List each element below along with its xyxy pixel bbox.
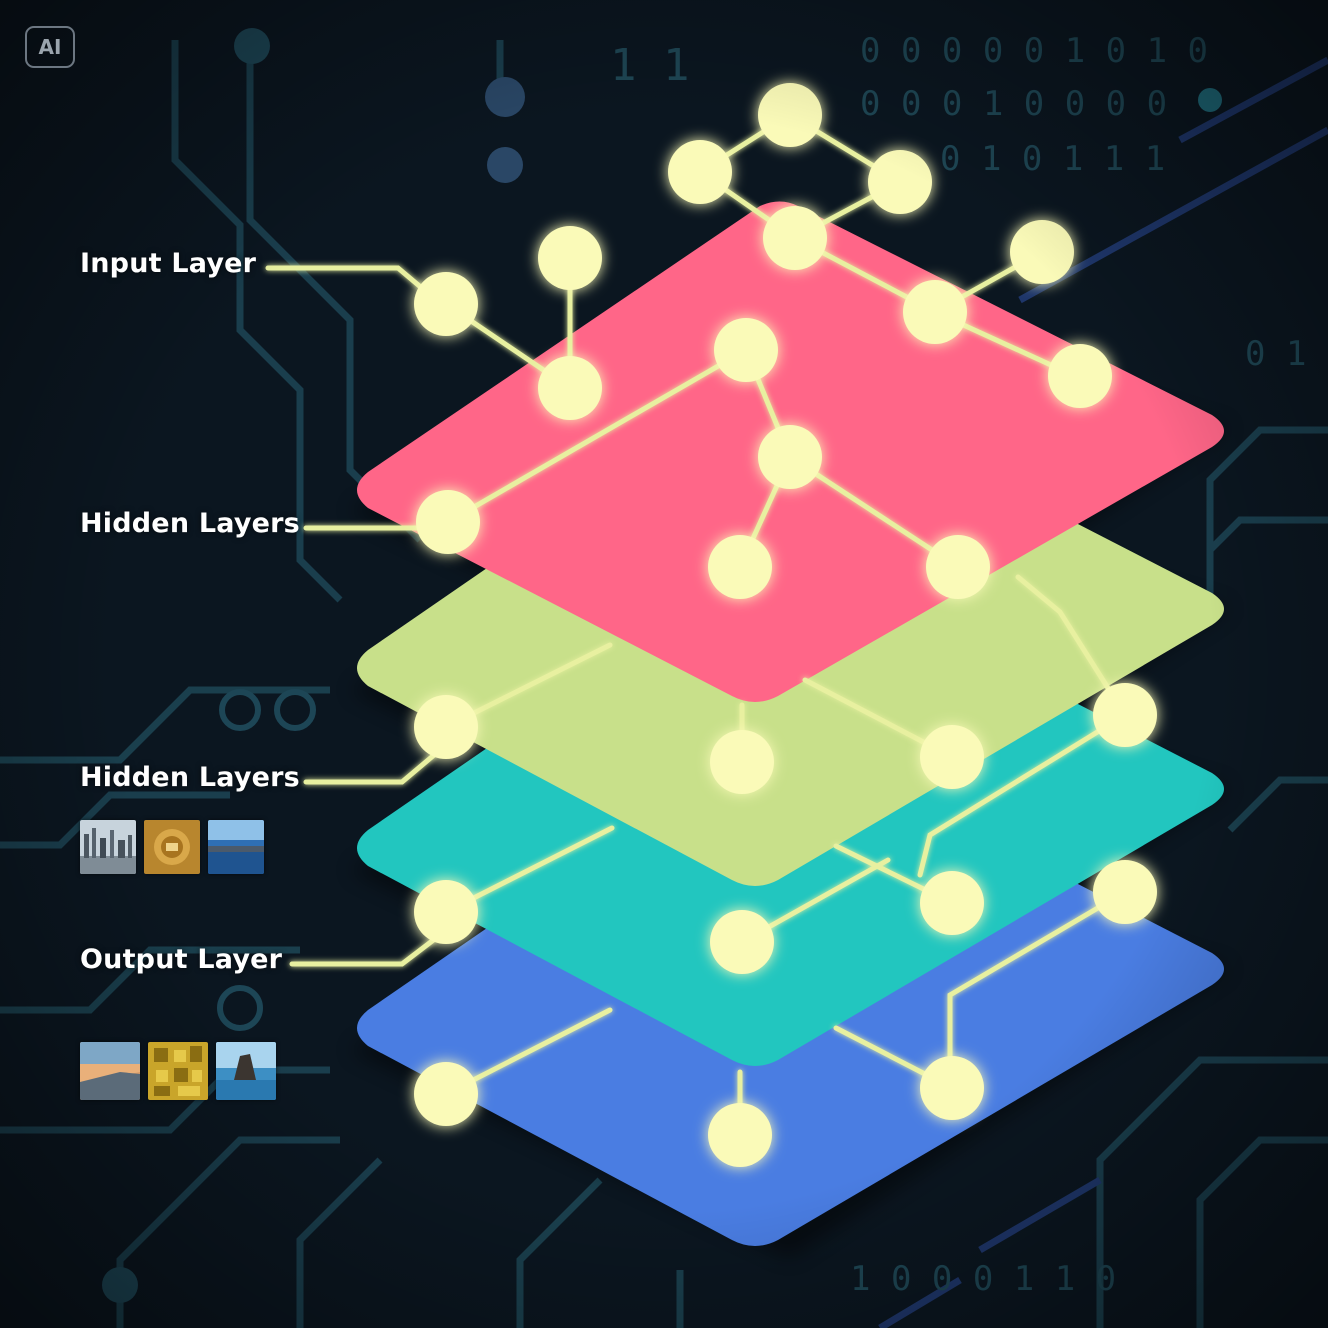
thumbnail-row-2: [80, 1042, 276, 1100]
output-layer-label: Output Layer: [80, 944, 283, 975]
ai-badge: AI: [25, 26, 75, 68]
sunset-coast-thumbnail: [80, 1042, 140, 1100]
input-layer-label: Input Layer: [80, 248, 257, 279]
hidden-layers-label-1: Hidden Layers: [80, 508, 300, 539]
thumbnail-row-1: [80, 820, 264, 874]
gold-pattern-thumbnail: [148, 1042, 208, 1100]
harbor-thumbnail: [208, 820, 264, 874]
sea-rock-thumbnail: [216, 1042, 276, 1100]
hidden-layers-label-2: Hidden Layers: [80, 762, 300, 793]
city-skyline-thumbnail: [80, 820, 136, 874]
gold-digits-thumbnail: [144, 820, 200, 874]
